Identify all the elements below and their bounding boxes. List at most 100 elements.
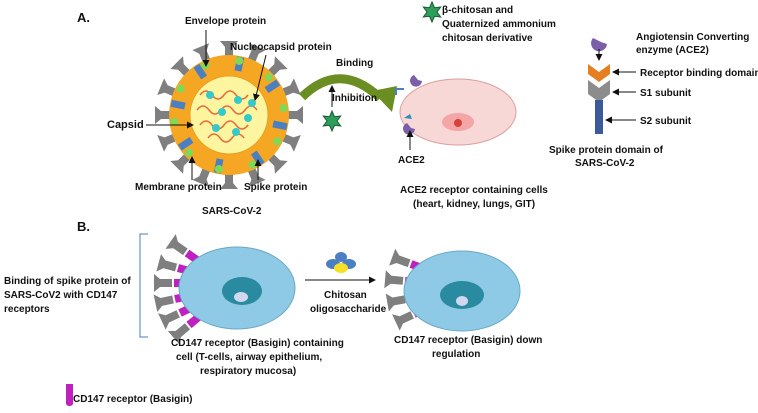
inhibition-label: Inhibition [332,93,377,104]
envelope-protein-icon [248,160,257,169]
spike-protein-icon [170,56,191,77]
bound-spike-icon [158,310,180,330]
receptor-binding-domain-icon [588,64,610,82]
envelope-protein-icon [176,84,185,93]
envelope-protein-icon [264,73,273,82]
envelope-protein-icon [273,137,282,146]
membrane-protein-icon [193,63,208,80]
envelope-protein-icon [201,61,210,70]
nucleocapsid-icon [232,128,240,136]
spike-protein-icon [247,43,266,63]
ace2-cells-caption-1: ACE2 receptor containing cells [400,185,548,196]
membrane-protein-icon [264,79,281,94]
spike-protein-icon [192,167,211,187]
cd147-cell-right-nucleus [440,281,484,309]
inhibitor-star-icon [322,109,342,133]
ace2-legend-icon [591,38,607,52]
chitosan-legend-star-icon [422,0,442,24]
ace2-label: ACE2 [398,155,425,166]
spike-protein-icon [220,173,238,189]
left-caption-2: cell (T-cells, airway epithelium, [176,352,322,363]
nucleocapsid-icon [212,124,220,132]
s1-label: S1 subunit [640,88,692,99]
chitosan-legend-line1: β-chitosan and [442,5,513,16]
nucleocapsid-icon [206,91,214,99]
cd147-legend-label: CD147 receptor (Basigin) [73,394,192,405]
nucleocapsid-icon [244,114,252,122]
cd147-cell-left-nucleus [222,277,262,305]
spike-protein-icon [281,133,301,152]
spike-protein-label: Spike protein [244,182,307,193]
bound-spike-icon [153,294,174,312]
side-caption-1: Binding of spike protein of [4,276,131,287]
panel-a-label: A. [77,10,90,25]
sars-cov-2-virus [155,41,303,189]
envelope-protein-icon [170,118,179,127]
drug-label-2: oligosaccharide [310,304,387,315]
ace2-cell [399,78,517,146]
side-caption-2: SARS-CoV2 with CD147 [4,290,118,301]
nucleocapsid-icon [234,96,242,104]
bound-spike-icon [392,311,414,331]
spike-protein-icon [267,153,288,174]
spike-domain-title-1: Spike protein domain of [549,145,664,156]
spike-protein-icon [170,153,191,174]
chitosan-legend-line2: Quaternized ammonium [442,19,556,30]
ace2-legend-line1: Angiotensin Converting [636,32,749,43]
s1-subunit-icon [588,80,610,102]
membrane-protein-icon [272,120,288,131]
envelope-protein-icon [235,56,244,65]
right-caption-2: regulation [432,349,480,360]
bound-spike-icon [165,234,188,256]
ace2-legend-line2: enzyme (ACE2) [636,45,709,56]
left-caption-3: respiratory mucosa) [200,366,296,377]
spike-domain-schematic [588,38,610,134]
bound-spike-icon [156,254,178,272]
right-caption-1: CD147 receptor (Basigin) down [394,335,542,346]
spike-protein-icon [157,133,177,152]
nucleocapsid-icon [248,99,256,107]
ace2-cells-caption-2: (heart, kidney, lungs, GIT) [413,199,535,210]
s2-label: S2 subunit [640,116,692,127]
spike-protein-icon [220,41,238,57]
bound-spike-icon [384,270,404,289]
s2-subunit-icon [595,100,603,134]
envelope-protein-icon [185,148,194,157]
envelope-protein-icon [279,103,288,112]
panel-b-label: B. [77,219,90,234]
spike-protein-icon [267,56,288,77]
drug-label-1: Chitosan [324,290,367,301]
binding-label: Binding [336,58,373,69]
bound-spike-icon [385,293,406,312]
spike-protein-icon [247,167,266,187]
spike-protein-icon [287,106,303,124]
spike-protein-icon [157,78,177,97]
bound-spike-icon [167,323,191,345]
rbd-label: Receptor binding domain [640,68,758,79]
envelope-protein-icon [214,165,223,174]
side-bracket [139,233,148,338]
side-caption-3: receptors [4,304,50,315]
nucleocapsid-icon [218,108,226,116]
bound-spike-icon [389,248,411,268]
spike-domain-title-2: SARS-CoV-2 [575,158,635,169]
spike-protein-icon [281,78,301,97]
membrane-protein-icon [177,136,194,151]
envelope-protein-label: Envelope protein [185,16,266,27]
capsid [189,75,269,155]
binding-arrow [298,74,384,102]
cd147-legend-icon [66,384,73,407]
left-cd147-receptors [153,234,201,345]
bound-spike-icon [154,274,172,292]
chitosan-oligosaccharide-icon [326,252,356,273]
virus-name: SARS-CoV-2 [202,206,262,217]
chitosan-legend-line3: chitosan derivative [442,33,533,44]
left-caption-1: CD147 receptor (Basigin) containing [171,338,344,349]
membrane-protein-icon [170,99,186,110]
capsid-label: Capsid [107,119,144,131]
nucleocapsid-label: Nucleocapsid protein [230,42,332,53]
spike-protein-icon [155,106,171,124]
membrane-protein-label: Membrane protein [135,182,222,193]
